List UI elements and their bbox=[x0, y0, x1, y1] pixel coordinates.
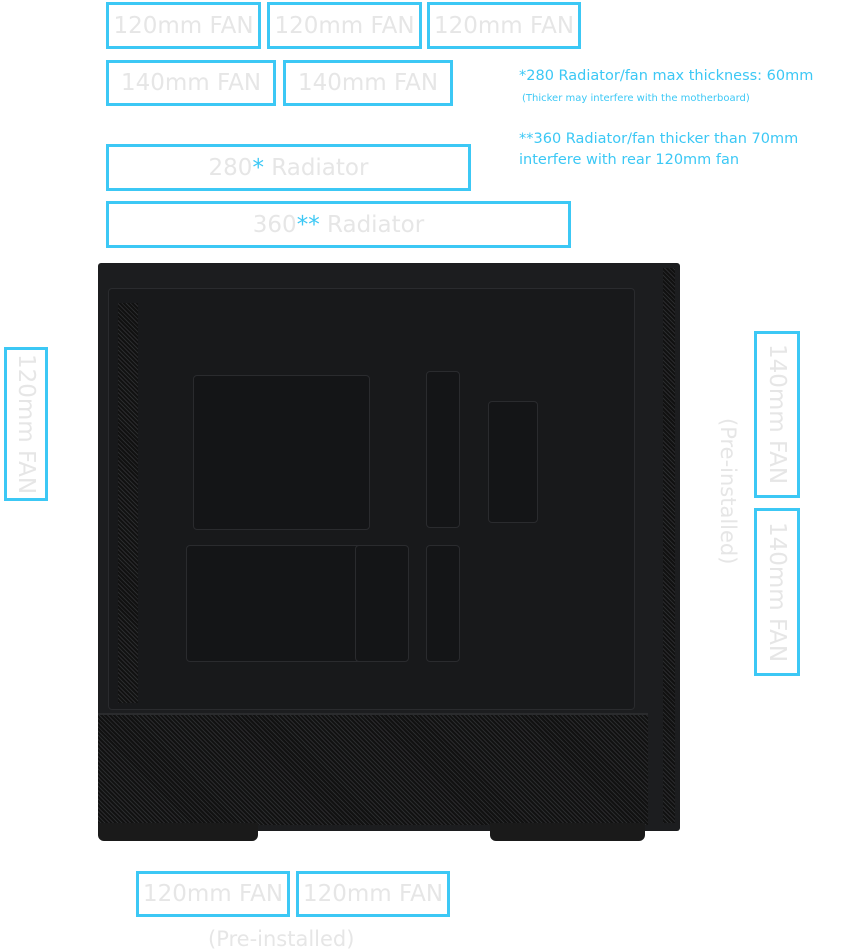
radiator-280-size: 280 bbox=[208, 154, 253, 181]
cable-grommet-1 bbox=[426, 371, 460, 528]
pc-case-image bbox=[98, 263, 680, 841]
note-280-sub: (Thicker may interfere with the motherbo… bbox=[522, 93, 750, 104]
foot-right bbox=[490, 823, 645, 841]
top-fan-120-1: 120mm FAN bbox=[106, 2, 261, 49]
top-fan-120-2: 120mm FAN bbox=[267, 2, 422, 49]
front-fan-140-1: 140mm FAN bbox=[754, 331, 800, 498]
rear-fan-120: 120mm FAN bbox=[4, 347, 48, 501]
rear-mesh bbox=[118, 303, 138, 703]
cutout-cpu bbox=[193, 375, 370, 530]
note-360-line2: interfere with rear 120mm fan bbox=[519, 152, 740, 168]
top-fan-120-3: 120mm FAN bbox=[427, 2, 581, 49]
bottom-preinstalled-label: (Pre-installed) bbox=[208, 927, 355, 951]
front-mesh bbox=[663, 268, 675, 823]
radiator-360-asterisks: ** bbox=[296, 211, 320, 238]
cutout-lower bbox=[186, 545, 363, 662]
bottom-fan-120-1: 120mm FAN bbox=[136, 871, 290, 917]
radiator-360-label: Radiator bbox=[319, 211, 425, 238]
foot-left bbox=[98, 823, 258, 841]
radiator-360-size: 360 bbox=[252, 211, 297, 238]
radiator-360: 360** Radiator bbox=[106, 201, 571, 248]
top-fan-140-2: 140mm FAN bbox=[283, 60, 453, 106]
front-preinstalled-label: (Pre-installed) bbox=[716, 418, 740, 565]
bottom-fan-120-2: 120mm FAN bbox=[296, 871, 450, 917]
front-fan-140-2: 140mm FAN bbox=[754, 508, 800, 676]
radiator-280: 280* Radiator bbox=[106, 144, 471, 191]
note-360-line1: **360 Radiator/fan thicker than 70mm bbox=[519, 131, 799, 147]
ssd-bracket bbox=[488, 401, 538, 523]
note-280: *280 Radiator/fan max thickness: 60mm bbox=[519, 68, 814, 84]
psu-shroud-mesh bbox=[98, 713, 648, 825]
cutout-small bbox=[355, 545, 409, 662]
radiator-280-label: Radiator bbox=[263, 154, 369, 181]
top-fan-140-1: 140mm FAN bbox=[106, 60, 276, 106]
cable-grommet-2 bbox=[426, 545, 460, 662]
radiator-280-asterisk: * bbox=[252, 154, 264, 181]
